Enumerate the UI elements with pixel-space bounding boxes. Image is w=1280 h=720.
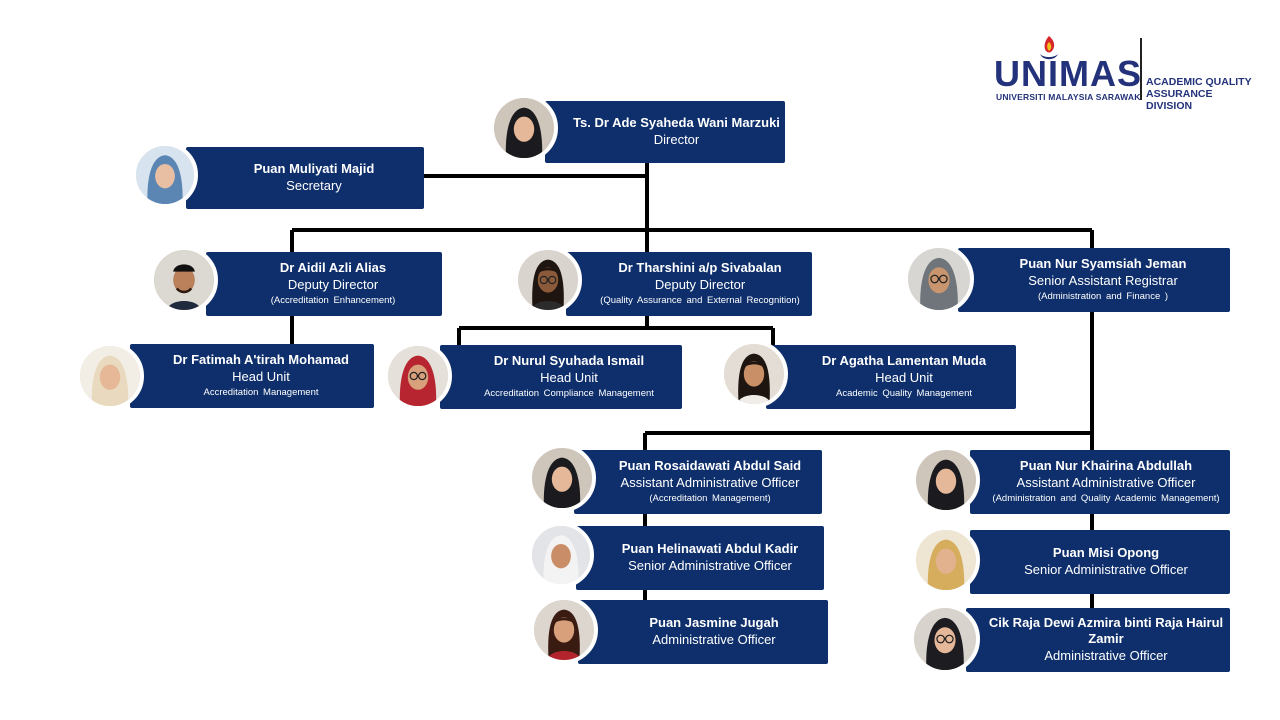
person-name: Dr Agatha Lamentan Muda [821, 353, 987, 368]
avatar-secretary [132, 142, 198, 208]
logo-wordmark: UNIMAS [994, 53, 1142, 94]
avatar-ao1 [530, 596, 598, 664]
person-unit: (Administration and Quality Academic Man… [992, 493, 1220, 504]
person-title: Senior Administrative Officer [1024, 562, 1188, 577]
avatar-head3 [720, 340, 788, 408]
person-name: Puan Muliyati Majid [253, 161, 375, 176]
unimas-emblem-icon [1040, 36, 1058, 60]
avatar-aao2 [912, 446, 980, 514]
avatar-sao2 [912, 526, 980, 594]
person-title: Administrative Officer [1044, 648, 1168, 663]
person-name: Dr Fatimah A'tirah Mohamad [173, 352, 349, 367]
person-unit: Accreditation Compliance Management [484, 388, 654, 399]
person-title: Senior Administrative Officer [628, 558, 792, 573]
avatar-deputy1 [150, 246, 218, 314]
avatar-deputy2 [514, 246, 582, 314]
person-unit: (Quality Assurance and External Recognit… [600, 295, 800, 306]
person-title: Senior Assistant Registrar [1028, 273, 1178, 288]
person-name: Puan Nur Khairina Abdullah [1019, 458, 1193, 473]
person-title: Deputy Director [654, 277, 746, 292]
avatar-head2 [384, 342, 452, 410]
person-name: Puan Misi Opong [1052, 545, 1160, 560]
person-unit: (Accreditation Management) [649, 493, 771, 504]
person-name: Dr Aidil Azli Alias [279, 260, 387, 275]
person-title: Assistant Administrative Officer [620, 475, 800, 490]
person-title: Administrative Officer [652, 632, 776, 647]
person-title: Head Unit [232, 369, 290, 384]
person-title: Director [653, 132, 700, 147]
org-card-ao2: Cik Raja Dewi Azmira binti Raja Hairul Z… [966, 608, 1230, 672]
person-name: Dr Tharshini a/p Sivabalan [618, 260, 782, 275]
logo-university-name: UNIVERSITI MALAYSIA SARAWAK [996, 92, 1141, 102]
person-unit: (Administration and Finance ) [1037, 291, 1169, 302]
person-title: Head Unit [540, 370, 598, 385]
person-name: Dr Nurul Syuhada Ismail [493, 353, 645, 368]
person-unit: (Accreditation Enhancement) [270, 295, 396, 306]
person-name: Cik Raja Dewi Azmira binti Raja Hairul Z… [988, 615, 1224, 646]
avatar-director [490, 94, 558, 162]
person-name: Puan Nur Syamsiah Jeman [1019, 256, 1187, 271]
avatar-sao1 [528, 522, 594, 588]
person-unit: Academic Quality Management [835, 388, 972, 399]
unimas-logo: UNIMAS UNIVERSITI MALAYSIA SARAWAK ACADE… [990, 34, 1260, 112]
person-name: Puan Jasmine Jugah [649, 615, 779, 630]
division-name-line2: ASSURANCE DIVISION [1146, 88, 1213, 112]
person-name: Ts. Dr Ade Syaheda Wani Marzuki [573, 115, 780, 130]
person-name: Puan Helinawati Abdul Kadir [621, 541, 799, 556]
avatar-registrar [904, 244, 974, 314]
avatar-ao2 [910, 604, 980, 674]
person-title: Secretary [286, 178, 342, 193]
person-title: Deputy Director [287, 277, 379, 292]
person-unit: Accreditation Management [203, 387, 319, 398]
avatar-head1 [76, 342, 144, 410]
avatar-aao1 [528, 444, 596, 512]
person-title: Head Unit [875, 370, 933, 385]
logo-divider [1140, 38, 1142, 100]
division-name-line1: ACADEMIC QUALITY [1146, 76, 1252, 88]
person-name: Puan Rosaidawati Abdul Said [618, 458, 802, 473]
person-title: Assistant Administrative Officer [1016, 475, 1196, 490]
